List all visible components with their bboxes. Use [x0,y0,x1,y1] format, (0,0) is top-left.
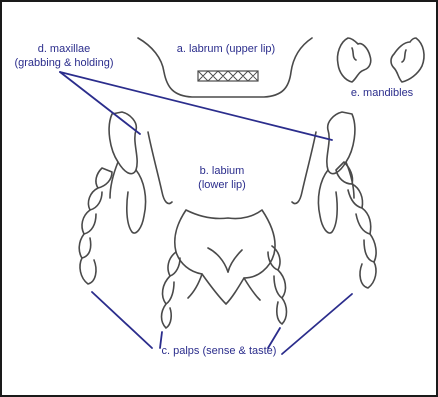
palps-leader-line-4 [282,294,352,354]
labium-shape [175,210,275,304]
labial-palp-left-shape [162,252,181,328]
label-maxillae-function: (grabbing & holding) [14,57,113,69]
label-mandibles: e. mandibles [351,87,414,99]
maxilla-left-shape [109,112,172,233]
maxillary-palp-right-shape [336,162,376,288]
label-palps: c. palps (sense & taste) [162,345,277,357]
label-labrum: a. labrum (upper lip) [177,43,275,55]
maxillary-palp-left-shape [79,168,112,284]
labial-palp-right-shape [268,246,287,324]
maxilla-right-shape [292,112,355,233]
mandibles-shape [337,38,424,82]
palps-leader-line-1 [92,292,152,348]
label-labium-title: b. labium [200,165,245,177]
maxillae-leader-line-right [60,72,332,140]
label-maxillae-title: d. maxillae [38,43,91,55]
label-labium-subtitle: (lower lip) [198,179,246,191]
